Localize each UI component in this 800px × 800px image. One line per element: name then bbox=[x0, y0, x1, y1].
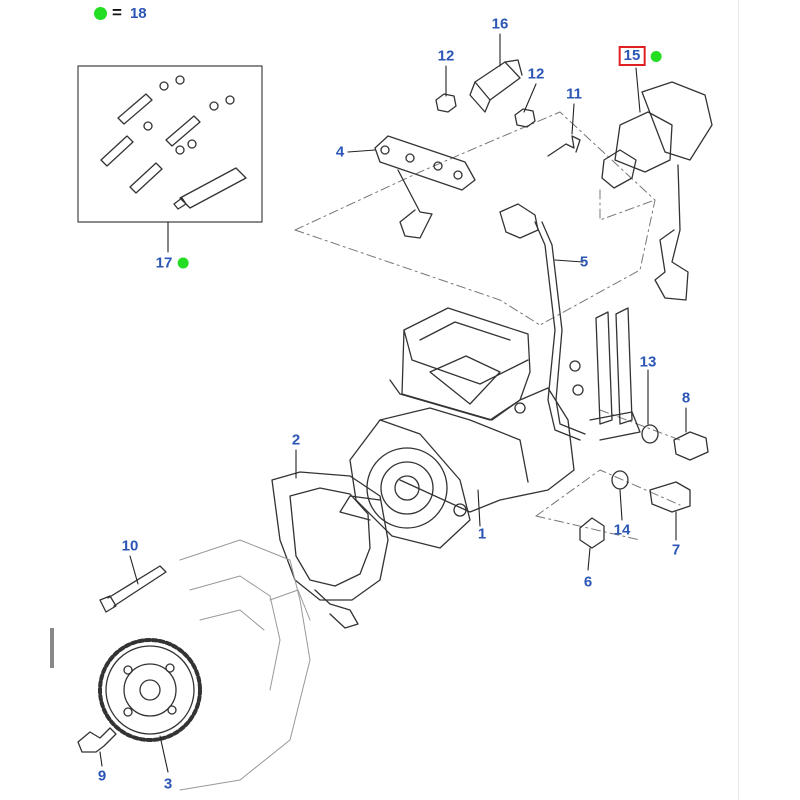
right-divider bbox=[738, 0, 739, 800]
callout-12[interactable]: 12 bbox=[527, 65, 545, 83]
callout-6[interactable]: 6 bbox=[583, 573, 593, 591]
callout-5[interactable]: 5 bbox=[579, 253, 589, 271]
kit-box bbox=[77, 65, 263, 223]
green-dot-icon bbox=[177, 257, 189, 269]
legend-equals: = bbox=[112, 3, 122, 22]
green-dot-icon bbox=[650, 50, 662, 62]
nut-part bbox=[435, 93, 536, 128]
highlight-box: 15 bbox=[618, 46, 646, 66]
legend-value: 18 bbox=[129, 4, 147, 22]
callout-3[interactable]: 3 bbox=[163, 775, 173, 793]
fuel-pump-body bbox=[339, 307, 641, 549]
banjo-bolt-part bbox=[649, 481, 691, 513]
washer-part bbox=[641, 424, 659, 444]
callout-2[interactable]: 2 bbox=[291, 431, 301, 449]
leader-lines bbox=[99, 33, 687, 773]
stud-bolts-icon bbox=[100, 75, 235, 194]
engine-housing bbox=[179, 539, 311, 791]
callout-8[interactable]: 8 bbox=[681, 389, 691, 407]
callout-12[interactable]: 12 bbox=[437, 47, 455, 65]
harness-part bbox=[499, 203, 586, 441]
solenoid-part bbox=[469, 59, 523, 113]
callout-16[interactable]: 16 bbox=[491, 15, 509, 33]
actuator-part bbox=[601, 81, 713, 301]
nut-part bbox=[579, 517, 605, 549]
callout-13[interactable]: 13 bbox=[639, 353, 657, 371]
long-bolt-part bbox=[99, 565, 167, 613]
callout-9[interactable]: 9 bbox=[97, 767, 107, 785]
callout-10[interactable]: 10 bbox=[121, 537, 139, 555]
banjo-bolt-part bbox=[673, 431, 709, 461]
bracket-part bbox=[374, 135, 476, 239]
callout-15[interactable]: 15 bbox=[618, 46, 662, 66]
gasket-part bbox=[271, 471, 389, 629]
callout-11[interactable]: 11 bbox=[566, 85, 582, 103]
bolt-part bbox=[77, 727, 117, 753]
washer-part bbox=[611, 470, 629, 490]
drive-gear-part bbox=[98, 638, 202, 742]
callout-17[interactable]: 17 bbox=[156, 255, 189, 272]
green-dot-icon bbox=[94, 6, 107, 20]
callout-14[interactable]: 14 bbox=[613, 521, 631, 539]
sealant-tube-icon bbox=[173, 167, 247, 210]
callout-1[interactable]: 1 bbox=[477, 525, 487, 543]
assembly-outline bbox=[294, 111, 681, 541]
legend: = 18 bbox=[94, 3, 147, 23]
bolt-part bbox=[547, 135, 581, 157]
callout-7[interactable]: 7 bbox=[671, 541, 681, 559]
callout-4[interactable]: 4 bbox=[335, 143, 345, 161]
scroll-marker bbox=[50, 628, 54, 668]
